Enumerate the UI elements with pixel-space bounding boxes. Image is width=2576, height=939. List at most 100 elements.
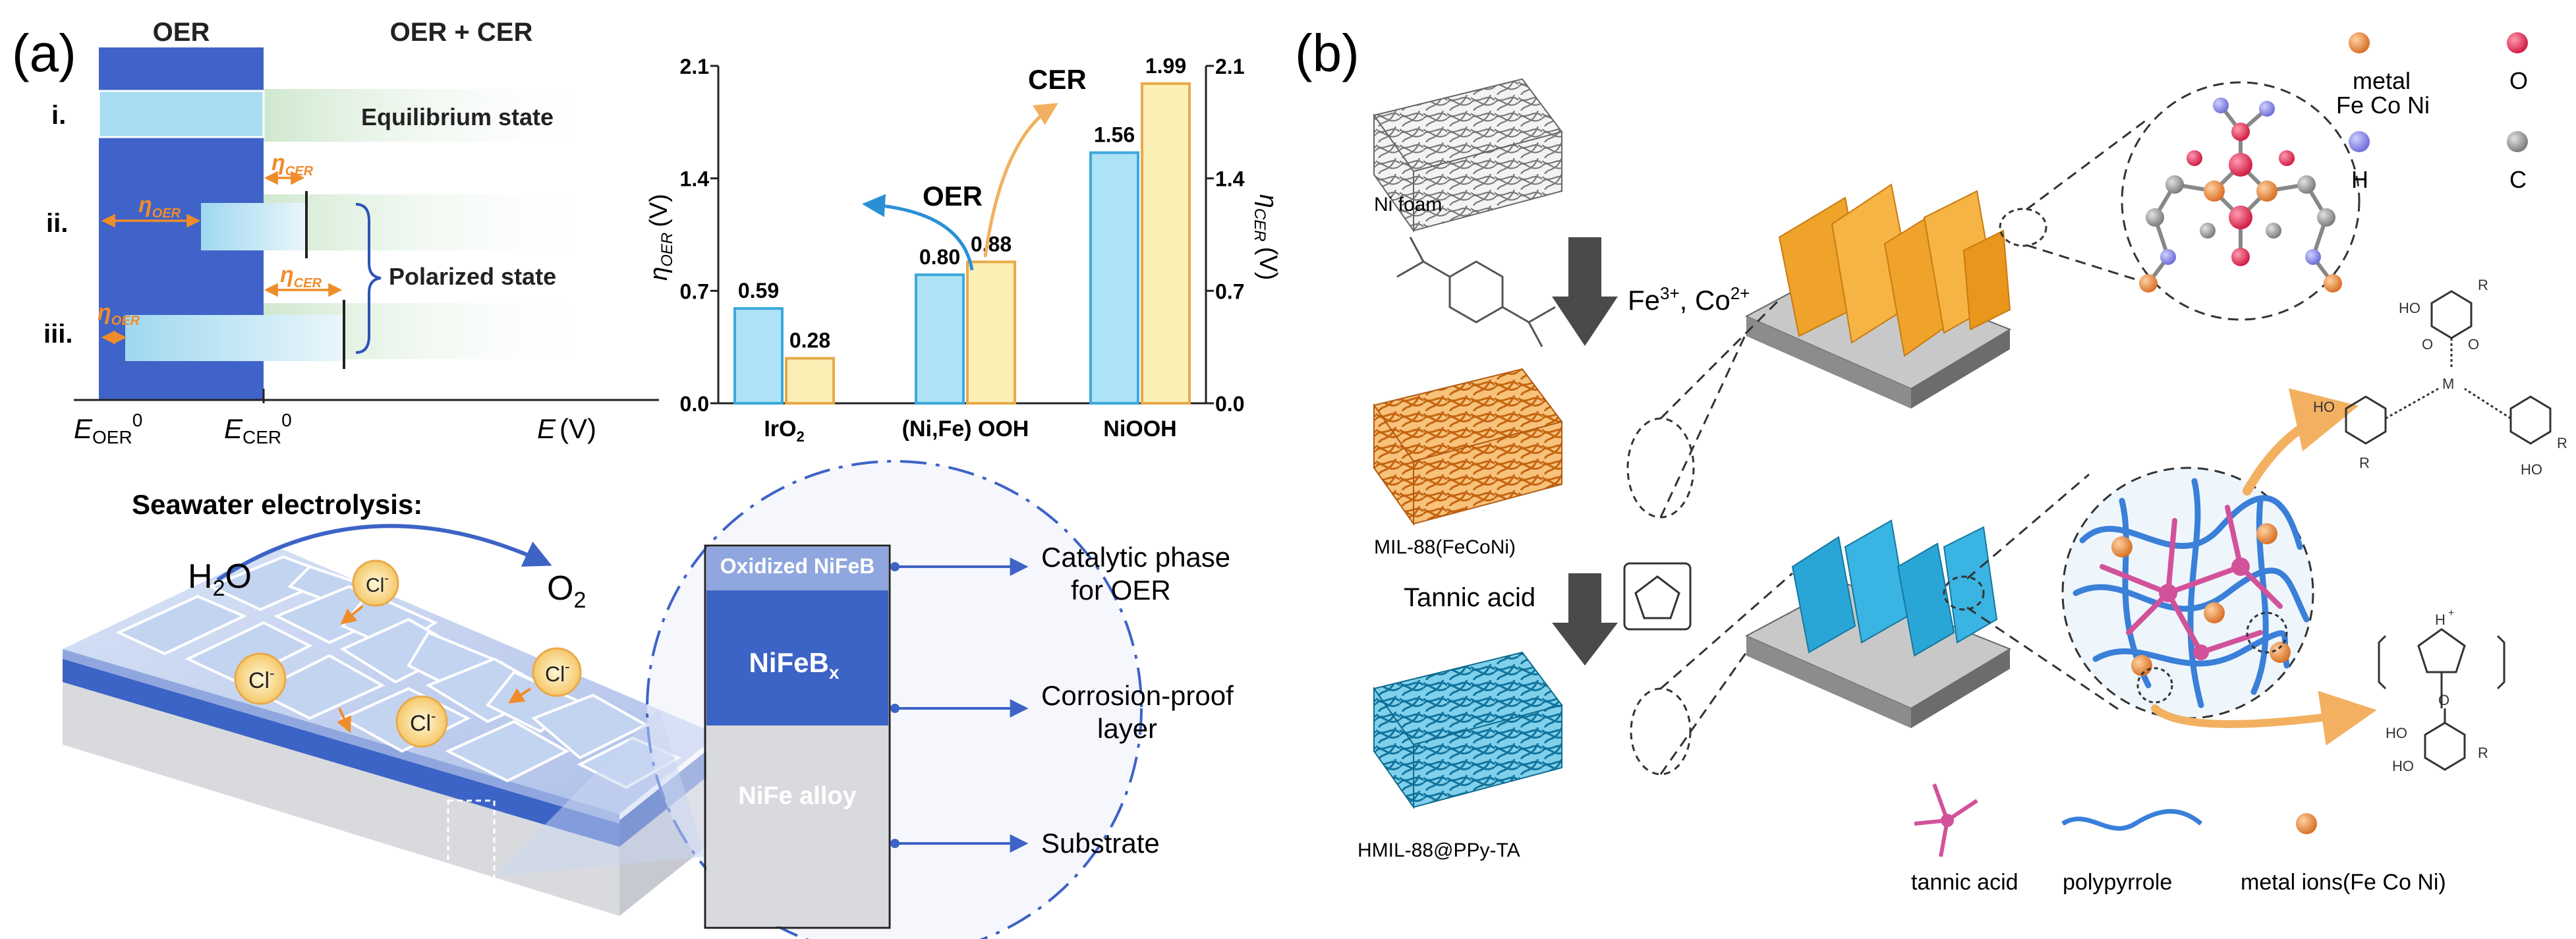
y-tick-label-left-0: 0.0: [680, 392, 709, 416]
bar-value-label-oer-1: 0.80: [919, 245, 960, 269]
mof-zoom-circle: [2121, 81, 2361, 321]
blue-nanosheet-platform: [1744, 519, 2012, 728]
legend-h-label: H: [2351, 166, 2368, 193]
svg-text:R: R: [2359, 455, 2370, 471]
nifebx-layer: [706, 590, 888, 726]
x-label-eoer: EOER0: [74, 410, 142, 447]
network-zoom-circle: [2061, 467, 2314, 720]
mof-atom-13: [2324, 274, 2342, 293]
bar-value-label-cer-1: 0.88: [971, 232, 1012, 256]
hmil-label: HMIL-88@PPy-TA: [1358, 839, 1520, 861]
svg-text:O: O: [2422, 336, 2433, 353]
equilibrium-state-label: Equilibrium state: [361, 103, 554, 130]
svg-text:R: R: [2478, 277, 2488, 293]
seawater-section: Seawater electrolysis:: [63, 460, 1234, 939]
hmil-block: [1373, 651, 1692, 810]
legend-o-label: O: [2509, 67, 2528, 94]
bar-cer-2: [1141, 82, 1191, 405]
mof-atom-15: [2259, 101, 2275, 117]
bottom-legend: tannic acid polypyrrole metal ions(Fe Co…: [1911, 783, 2446, 895]
polarized-state-label: Polarized state: [389, 263, 556, 290]
mof-atom-14: [2213, 98, 2229, 113]
legend-c-label: C: [2509, 166, 2527, 193]
bar-value-label-cer-2: 1.99: [1145, 54, 1186, 78]
step1-arrow: [1552, 237, 1618, 346]
callout-corrosion-2: layer: [1097, 713, 1157, 744]
svg-text:H: H: [2435, 612, 2446, 628]
complex-labels: HO R M O O HO R R HO: [2313, 277, 2567, 478]
ppy-ta-unit: [2378, 628, 2505, 771]
svg-text:Cl-: Cl-: [366, 571, 389, 596]
row-ii-bar: [201, 203, 306, 250]
step2-arrow: [1552, 573, 1618, 666]
svg-text:Cl-: Cl-: [410, 708, 436, 736]
row-iii-bar: [125, 315, 343, 361]
seawater-title: Seawater electrolysis:: [132, 489, 422, 520]
bar-cer-0: [785, 356, 835, 405]
callout-catalytic-1: Catalytic phase: [1041, 542, 1230, 573]
svg-text:HO: HO: [2521, 461, 2542, 478]
mof-atom-11: [2305, 249, 2321, 265]
mof-atom-9: [2317, 208, 2335, 227]
oer-annotation-arrow: [862, 194, 974, 271]
mof-atom-3: [2229, 206, 2252, 229]
synthesis-scheme: Ni foam Fe3+, Co2+ MIL-88(FeCoNi) Tannic…: [1358, 32, 2567, 895]
oxidized-nifeb-layer: [706, 547, 888, 590]
chloride-ions: Cl- Cl- Cl- Cl-: [234, 559, 582, 748]
svg-text:+: +: [2448, 608, 2454, 619]
header-oer: OER: [153, 18, 210, 47]
o2-label: O2: [547, 569, 586, 613]
svg-text:O: O: [2438, 692, 2449, 708]
mof-atom-8: [2146, 208, 2164, 227]
mof-atom-19: [2266, 223, 2281, 239]
arrow-to-ppy-ta: [2151, 691, 2377, 746]
svg-text:HO: HO: [2399, 300, 2420, 316]
nife-alloy-label: NiFe alloy: [738, 782, 857, 810]
y-tick-label-left-1: 0.7: [680, 279, 709, 303]
header-oer-cer: OER + CER: [390, 18, 533, 47]
svg-text:R: R: [2478, 745, 2488, 761]
mof-atom-0: [2229, 153, 2252, 177]
arrow-to-complex: [2243, 388, 2359, 496]
nifeb-layer-front: [63, 656, 619, 847]
svg-text:M: M: [2442, 376, 2454, 392]
oxidized-nifeb-label: Oxidized NiFeB: [720, 554, 875, 578]
bar-oer-2: [1089, 151, 1139, 405]
step2-label: Tannic acid: [1404, 583, 1535, 612]
x-label-ecer: ECER0: [224, 410, 292, 447]
h2o-to-o2-arrow: [216, 524, 552, 582]
callout-catalytic-2: for OER: [1071, 575, 1171, 606]
ppy-ta-labels: H + O HO HO R: [2386, 608, 2488, 774]
panel-label-a: (a): [12, 24, 76, 82]
mof-atom-18: [2200, 223, 2216, 239]
mof-atom-17: [2279, 150, 2295, 166]
mof-atom-5: [2165, 175, 2184, 194]
bar-oer-0: [733, 307, 784, 405]
x-category-label-1: (Ni,Fe) OOH: [902, 416, 1029, 441]
bar-value-label-oer-0: 0.59: [738, 279, 779, 302]
cl-ion-2: Cl-: [234, 652, 287, 705]
x-category-label-0: IrO2: [764, 416, 804, 445]
layer-stack-frame: [704, 544, 891, 929]
metal-catechol-complex: [2345, 290, 2552, 445]
legend-tannic-acid: tannic acid: [1911, 870, 2018, 895]
bar-oer-1: [915, 273, 965, 405]
energy-diagram: OER OER + CER ηOER ηCER ηCER ηOER: [43, 18, 659, 447]
x-label-e: E(V): [537, 413, 596, 444]
chart-annotation-cer: CER: [1028, 64, 1087, 95]
polypyrrole-swatch: [2061, 809, 2203, 831]
cross-section-marker: [447, 799, 496, 901]
mof-atom-1: [2204, 181, 2225, 202]
mof-atom-2: [2256, 181, 2277, 202]
legend-polypyrrole: polypyrrole: [2063, 870, 2172, 895]
chart-annotation-oer: OER: [923, 181, 983, 212]
c-atom-swatch: [2507, 131, 2528, 152]
y-tick-label-right-0: 0.0: [1215, 392, 1244, 416]
eta-oer-label-iii: ηOER: [98, 300, 140, 328]
substrate-side-front: [63, 666, 619, 916]
surface-tiles: [115, 555, 682, 789]
svg-text:O: O: [2468, 336, 2479, 353]
